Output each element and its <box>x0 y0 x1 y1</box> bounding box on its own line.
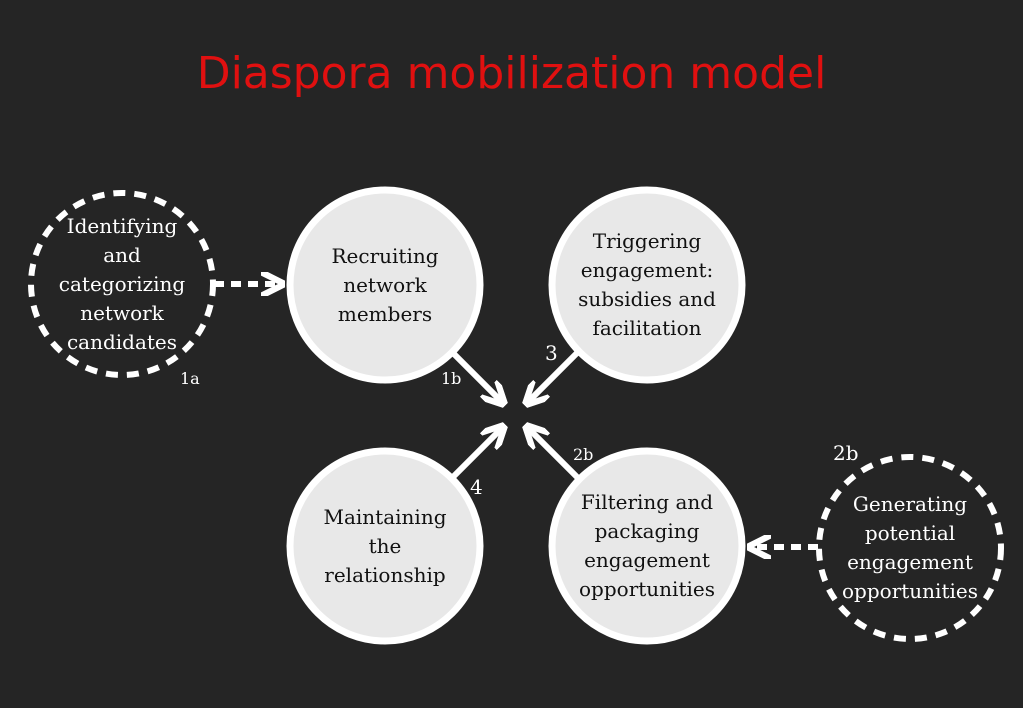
arrow-trigger-to-center <box>528 349 581 402</box>
step-label-1b: 1b <box>441 369 462 388</box>
step-label-2b-center: 2b <box>573 445 594 464</box>
node-generate-circle <box>816 454 1004 642</box>
node-identify-circle <box>28 190 216 378</box>
node-generate-label: Generating potential engagement opportun… <box>842 492 978 603</box>
step-label-1a: 1a <box>180 369 200 388</box>
node-generate: Generating potential engagement opportun… <box>836 473 984 623</box>
step-label-4: 4 <box>470 475 483 499</box>
step-label-2b-outer: 2b <box>833 441 859 465</box>
node-identify: Identifying and categorizing network can… <box>52 204 192 364</box>
page-title: Diaspora mobilization model <box>196 48 827 99</box>
node-identify-label: Identifying and categorizing network can… <box>58 213 186 354</box>
arrow-maintain-to-center <box>449 428 502 481</box>
node-trigger-circle <box>548 186 746 384</box>
node-maintain: Maintaining the relationship <box>310 471 460 621</box>
node-maintain-circle <box>286 447 484 645</box>
step-label-3: 3 <box>545 341 558 365</box>
arrow-recruit-to-center <box>449 349 502 402</box>
node-filter-label: Filtering and packaging engagement oppor… <box>579 490 715 601</box>
node-trigger: Triggering engagement: subsidies and fac… <box>570 210 724 360</box>
node-filter-circle <box>548 447 746 645</box>
node-trigger-label: Triggering engagement: subsidies and fac… <box>578 229 716 340</box>
node-filter: Filtering and packaging engagement oppor… <box>568 471 726 621</box>
node-recruit-label: Recruiting network members <box>331 243 439 326</box>
node-recruit-circle <box>286 186 484 384</box>
node-recruit: Recruiting network members <box>310 210 460 360</box>
arrow-filter-to-center <box>528 428 581 481</box>
node-maintain-label: Maintaining the relationship <box>323 504 447 587</box>
